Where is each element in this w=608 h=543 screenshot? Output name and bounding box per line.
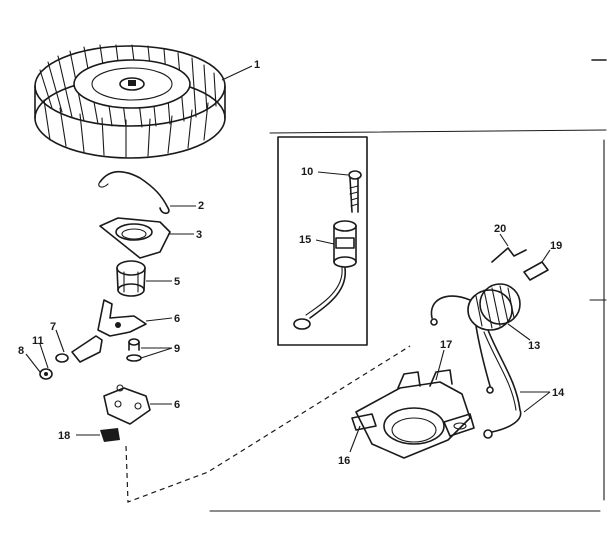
callout-5: 5 [174, 276, 180, 288]
callout-7: 7 [50, 321, 56, 333]
callout-20: 20 [494, 223, 506, 235]
breaker-plate-part [103, 384, 151, 425]
stator-base-part [351, 369, 475, 459]
callout-3: 3 [196, 229, 202, 241]
page-frame-lines [209, 59, 607, 512]
coil-leads-part [483, 329, 522, 439]
screws-part [126, 338, 142, 362]
callout-13: 13 [528, 340, 540, 352]
ground-clip-part [523, 261, 549, 281]
spring-wire-part [491, 247, 527, 263]
callout-10: 10 [301, 166, 313, 178]
spring-clip-part [98, 170, 170, 215]
condenser-screw-part [348, 170, 362, 213]
terminal-assembly-part [39, 335, 103, 380]
callout-6b: 6 [174, 399, 180, 411]
ignition-coil-part [430, 283, 521, 394]
callout-18: 18 [58, 430, 70, 442]
flywheel-part [34, 44, 226, 159]
callout-1: 1 [254, 59, 260, 71]
callout-19: 19 [550, 240, 562, 252]
callout-2: 2 [198, 200, 204, 212]
callout-8: 8 [18, 345, 24, 357]
callout-17: 17 [440, 339, 452, 351]
callout-14: 14 [552, 387, 565, 399]
callout-15: 15 [299, 234, 311, 246]
callout-9: 9 [174, 343, 180, 355]
assembly-path-line [125, 345, 411, 503]
condenser-box [277, 136, 368, 346]
callout-16: 16 [338, 455, 350, 467]
breaker-arm-part [97, 299, 147, 337]
callout-6a: 6 [174, 313, 180, 325]
breaker-cover-part [99, 217, 171, 259]
cam-part [116, 260, 146, 297]
callout-11: 11 [32, 335, 44, 347]
felt-wick-part [100, 428, 120, 442]
